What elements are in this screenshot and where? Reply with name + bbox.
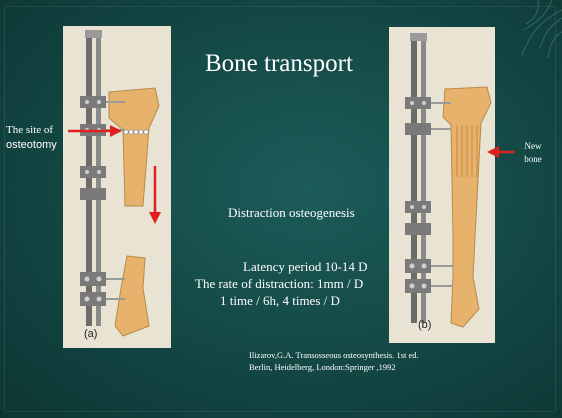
reference-line: Berlin, Heidelberg, London:Springer ,199…: [249, 362, 396, 372]
decorative-ornament: [521, 0, 562, 59]
protocol-line: The rate of distraction: 1mm / D: [195, 276, 364, 291]
protocol-line: Latency period 10-14 D: [243, 259, 368, 274]
osteotomy-label: The site of: [6, 124, 54, 136]
figure-b-panel: [389, 27, 495, 343]
osteotomy-label: osteotomy: [6, 139, 57, 151]
figure-b-label: (b): [418, 319, 432, 331]
protocol-line: 1 time / 6h, 4 times / D: [220, 293, 340, 308]
figure-a-label: (a): [84, 328, 98, 340]
figure-b-illustration: [405, 33, 492, 328]
slide-subtitle: Distraction osteogenesis: [228, 205, 355, 220]
figure-a-panel: [63, 26, 171, 348]
slide-title: Bone transport: [205, 50, 353, 77]
figure-a-illustration: [80, 30, 161, 337]
new-bone-label: New bone: [524, 141, 542, 164]
reference-line: Ilizarov,G.A. Transosseous osteosynthesi…: [249, 350, 419, 360]
